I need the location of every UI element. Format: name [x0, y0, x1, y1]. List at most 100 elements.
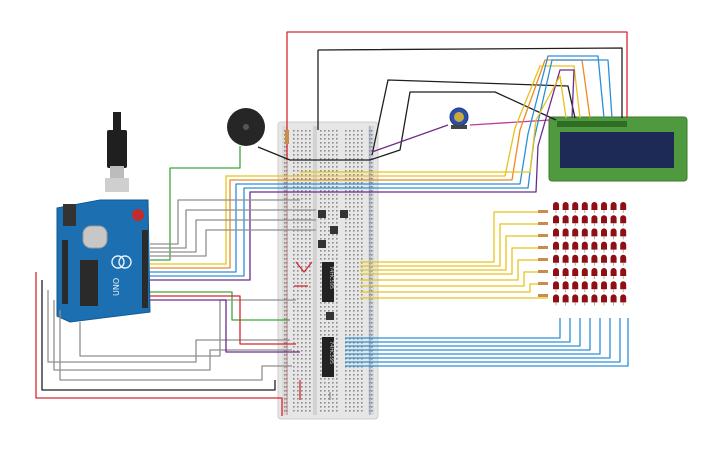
usb-plug: [107, 130, 127, 168]
wire-red-ground-loop: [35, 272, 283, 416]
led: [572, 254, 579, 263]
lcd-16x2-display: [548, 116, 688, 182]
led: [601, 294, 607, 303]
wire-gray-5: [47, 290, 290, 363]
led: [572, 228, 579, 237]
led: [620, 268, 627, 276]
led: [610, 254, 617, 263]
led: [601, 228, 607, 237]
wire-gray-2: [150, 219, 316, 253]
led: [601, 241, 607, 250]
led: [553, 294, 559, 303]
led: [572, 215, 579, 224]
led: [562, 268, 569, 276]
shift-register-chip-1: 74HC595: [322, 262, 334, 302]
wire-blue-lcd-1: [150, 55, 605, 273]
led: [553, 215, 559, 224]
wire-blue-matrix-2: [345, 318, 571, 343]
wire-yellow-matrix-3: [360, 235, 548, 271]
potentiometer: [449, 107, 469, 129]
led: [601, 281, 607, 290]
led: [553, 281, 559, 290]
led: [610, 281, 617, 290]
wire-black-3: [257, 91, 557, 161]
wire-blue-matrix-3: [345, 318, 581, 347]
led: [572, 294, 579, 303]
led: [562, 215, 569, 224]
led: [610, 228, 617, 237]
wire-gray-3: [150, 229, 316, 257]
wire-red-chip: [150, 295, 296, 345]
arduino-brand-label: UNO: [112, 278, 121, 296]
wire-blue-matrix-5: [345, 318, 601, 355]
wire-gray-7: [79, 299, 296, 357]
led: [610, 294, 617, 303]
wire-black-4: [371, 79, 576, 156]
led: [620, 202, 627, 210]
wires: [35, 31, 629, 416]
chip-1-label: 74HC595: [328, 266, 334, 289]
led: [620, 241, 627, 250]
wire-black-5: [41, 280, 276, 391]
wire-purple-pot: [371, 124, 449, 153]
led: [610, 241, 617, 250]
wire-yellow-matrix-5: [360, 259, 548, 281]
resistors: [285, 130, 548, 297]
wire-gray-1: [150, 209, 316, 249]
led: [562, 228, 569, 237]
wire-yellow-matrix-6: [360, 271, 548, 287]
led: [553, 228, 559, 237]
led: [572, 268, 579, 276]
wire-blue-matrix-6: [345, 318, 611, 359]
led: [572, 202, 579, 210]
led: [601, 202, 607, 210]
led: [581, 202, 588, 210]
wire-yellow-lcd-2: [300, 75, 567, 173]
lcd-screen: [560, 132, 674, 168]
wire-yellow-matrix-4: [360, 247, 548, 275]
wire-yellow-matrix-7: [360, 283, 548, 293]
chip-2-label: 74HC595: [328, 341, 334, 364]
breadboard-holes: [284, 130, 373, 412]
wire-blue-matrix-4: [345, 318, 591, 351]
led: [553, 202, 559, 210]
wire-black-2: [317, 47, 623, 118]
led: [620, 294, 627, 303]
led: [610, 268, 617, 276]
wire-purple-lcd-data: [150, 69, 575, 281]
led: [620, 281, 627, 290]
wire-gray-6: [53, 300, 292, 371]
led: [620, 254, 627, 263]
wire-green-buzzer: [150, 146, 241, 261]
led: [591, 281, 598, 290]
wire-gray-4: [150, 199, 300, 245]
led: [553, 241, 559, 250]
arduino-uno-board: UNO: [56, 112, 151, 323]
led: [562, 294, 569, 303]
led: [591, 215, 598, 224]
led: [572, 241, 579, 250]
pushbuttons: [318, 210, 348, 320]
led: [620, 215, 627, 224]
led-matrix-8x8: [553, 202, 627, 306]
led: [581, 281, 588, 290]
led: [553, 254, 559, 263]
led: [572, 281, 579, 290]
led: [562, 202, 569, 210]
led: [562, 241, 569, 250]
led: [601, 254, 607, 263]
led: [591, 241, 598, 250]
led: [581, 254, 588, 263]
led: [591, 294, 598, 303]
wire-blue-matrix-1: [345, 318, 561, 339]
wire-blue-matrix-7: [345, 318, 621, 363]
led: [601, 268, 607, 276]
led: [562, 281, 569, 290]
wire-red-5v: [286, 31, 628, 160]
usb-port: [105, 178, 129, 192]
wire-purple-lcd: [469, 119, 551, 126]
led: [581, 294, 588, 303]
wire-gray-8: [59, 310, 292, 381]
wire-yellow-matrix-2: [360, 223, 548, 267]
